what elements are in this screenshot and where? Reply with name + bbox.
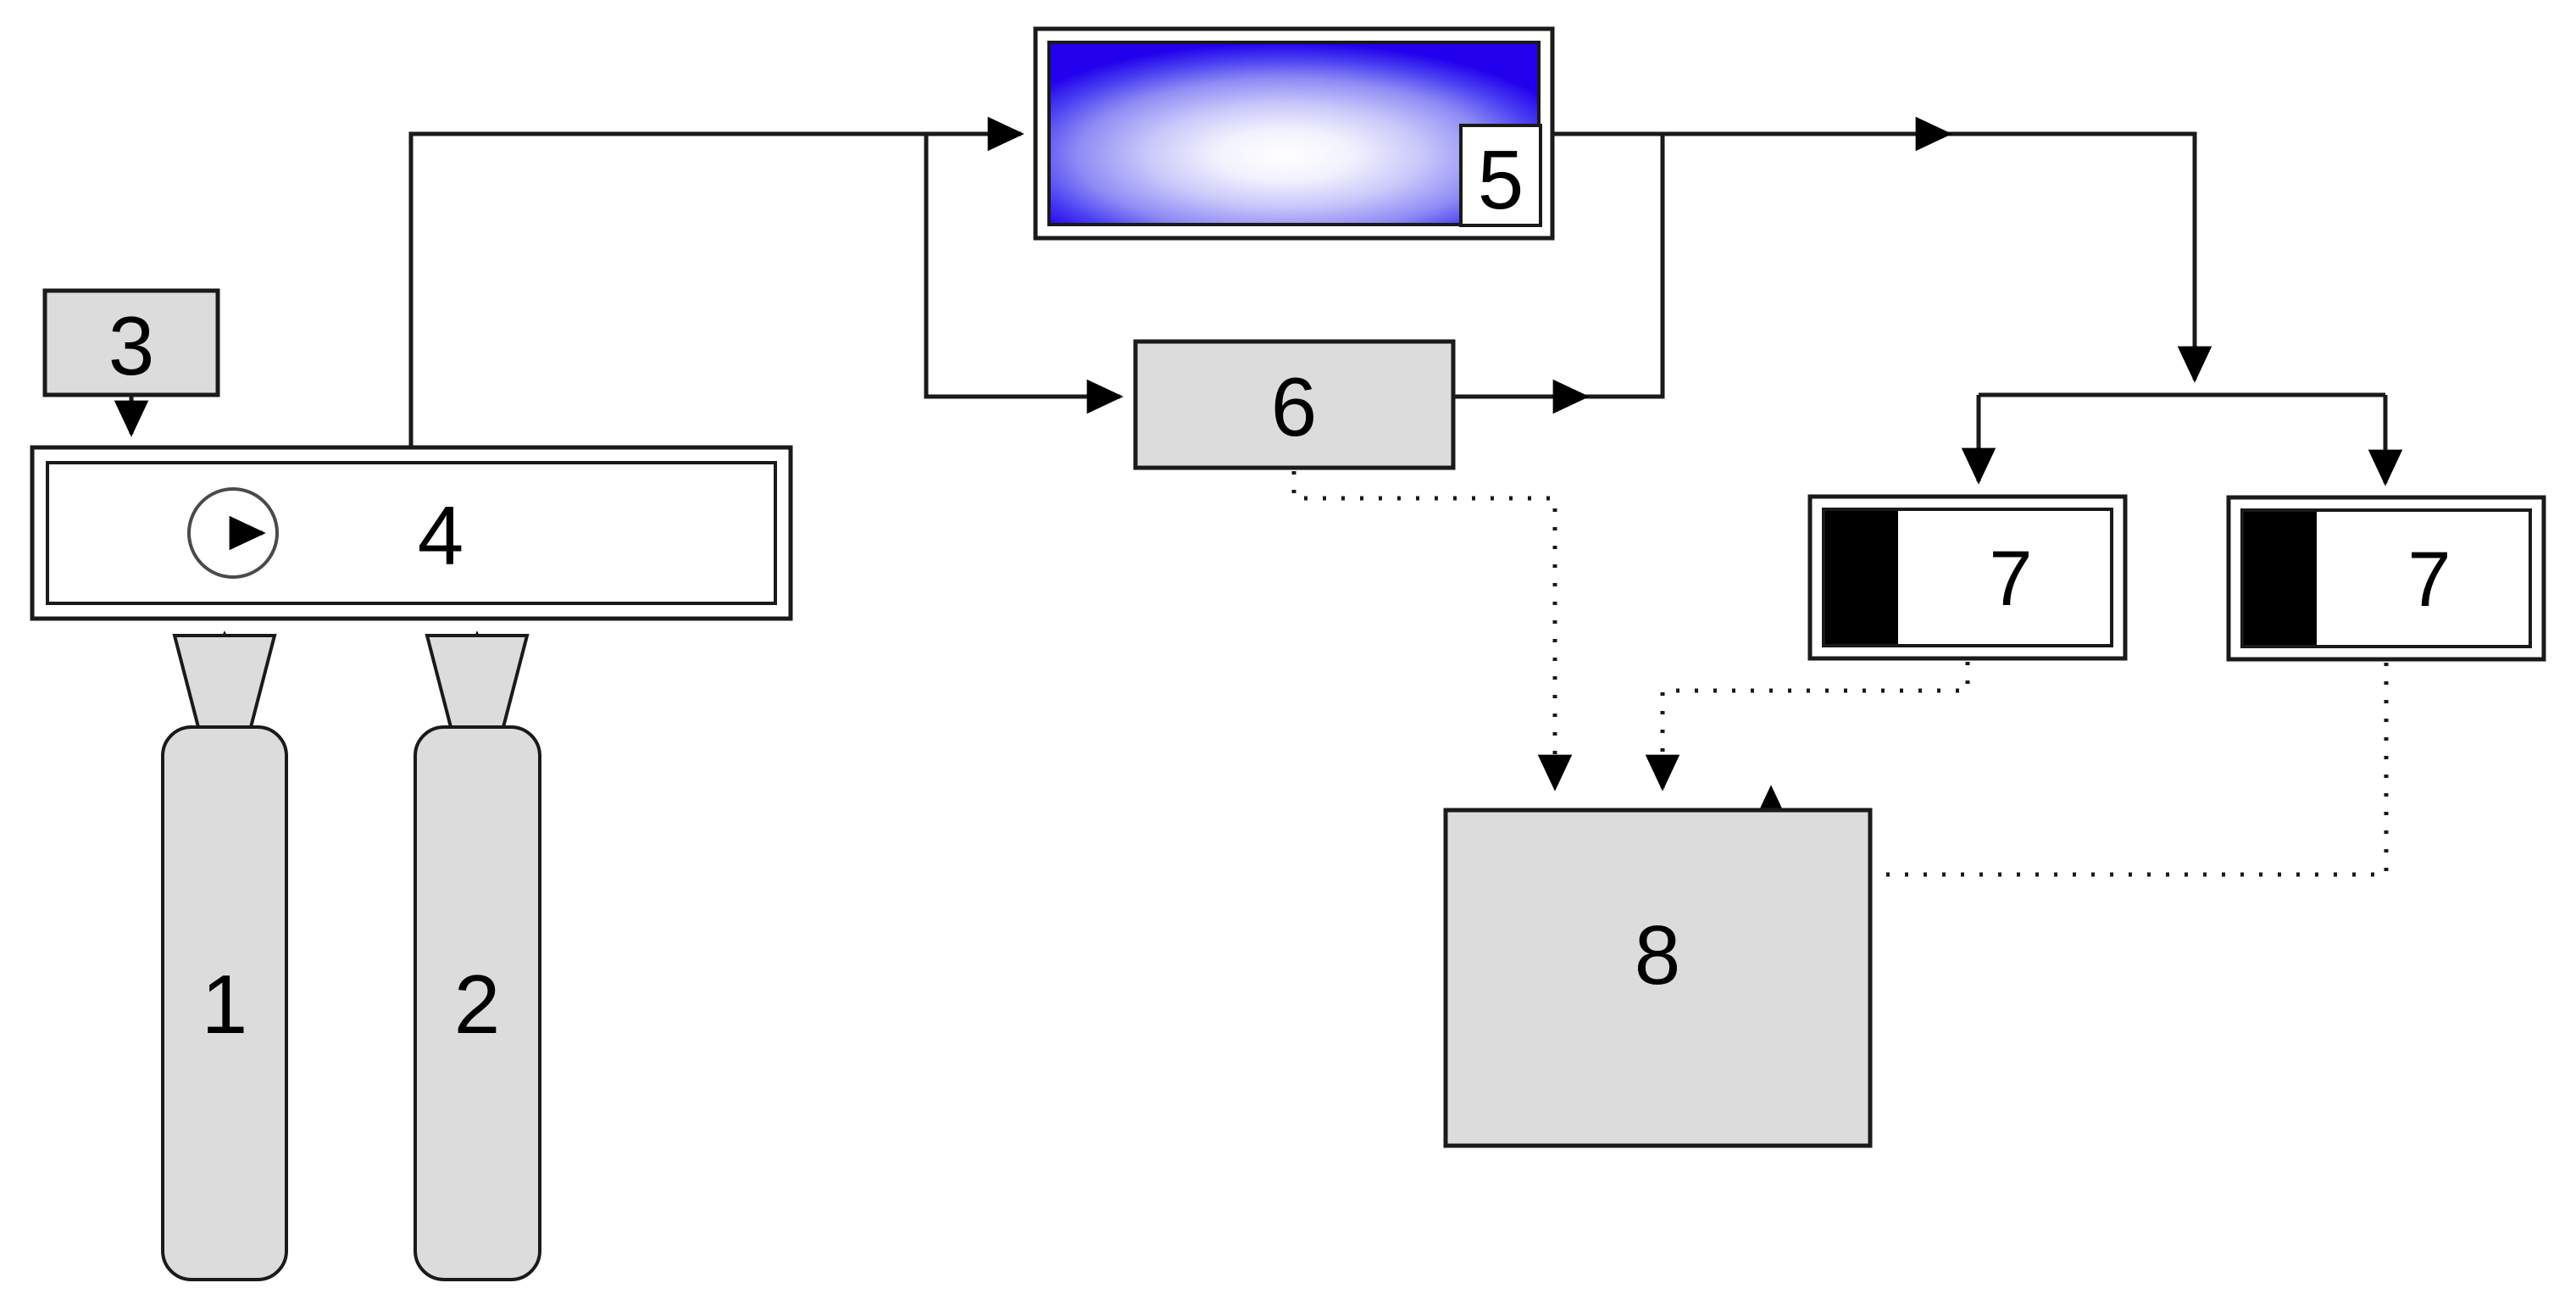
box-7a-black-band — [1825, 511, 1898, 644]
cylinder-2-regulator — [425, 634, 530, 729]
gas-manifold-4[interactable]: 4 — [30, 445, 793, 621]
box-7b-label: 7 — [2407, 536, 2451, 623]
gas-cylinder-2[interactable]: 2 — [414, 634, 541, 1281]
signal-line-7a-to-pc8 — [1645, 662, 1970, 791]
box-5-glow-panel — [1047, 41, 1541, 226]
box-4-label: 4 — [418, 489, 464, 582]
line-branch-to-bypass6 — [924, 134, 1124, 414]
cylinder-1-regulator — [172, 634, 277, 729]
data-acquisition-8[interactable]: 8 — [1443, 808, 1873, 1148]
box-3-body — [42, 288, 220, 397]
detector-7a[interactable]: 7 — [1807, 494, 2128, 661]
cylinder-1-body — [161, 725, 288, 1281]
signal-line-6-to-pc8 — [1291, 471, 1573, 791]
box-8-label: 8 — [1635, 908, 1681, 1002]
box-4-inner — [46, 461, 777, 605]
box-5-label-plate — [1459, 124, 1542, 227]
gas-cylinder-1[interactable]: 1 — [161, 634, 288, 1281]
detector-7b[interactable]: 7 — [2226, 495, 2546, 662]
cylinder-2-body — [414, 725, 541, 1281]
line-reactor5-outlet — [1552, 131, 2212, 383]
box-7a-label: 7 — [1989, 536, 2032, 622]
pump-circle-icon — [187, 487, 279, 579]
box-6-label: 6 — [1271, 360, 1318, 453]
box-3-label: 3 — [108, 299, 155, 392]
reactor-cell-5[interactable]: 5 — [1033, 26, 1555, 241]
box-6-body — [1133, 339, 1456, 470]
bypass-unit-6[interactable]: 6 — [1133, 339, 1456, 470]
box-7b-black-band — [2244, 512, 2317, 645]
control-unit-3[interactable]: 3 — [42, 288, 220, 397]
box-8-body — [1443, 808, 1873, 1148]
line-manifold-to-reactor5 — [408, 116, 1024, 447]
cylinder-2-label: 2 — [454, 958, 501, 1051]
cylinder-1-label: 1 — [202, 958, 248, 1051]
box-5-label: 5 — [1478, 133, 1524, 226]
